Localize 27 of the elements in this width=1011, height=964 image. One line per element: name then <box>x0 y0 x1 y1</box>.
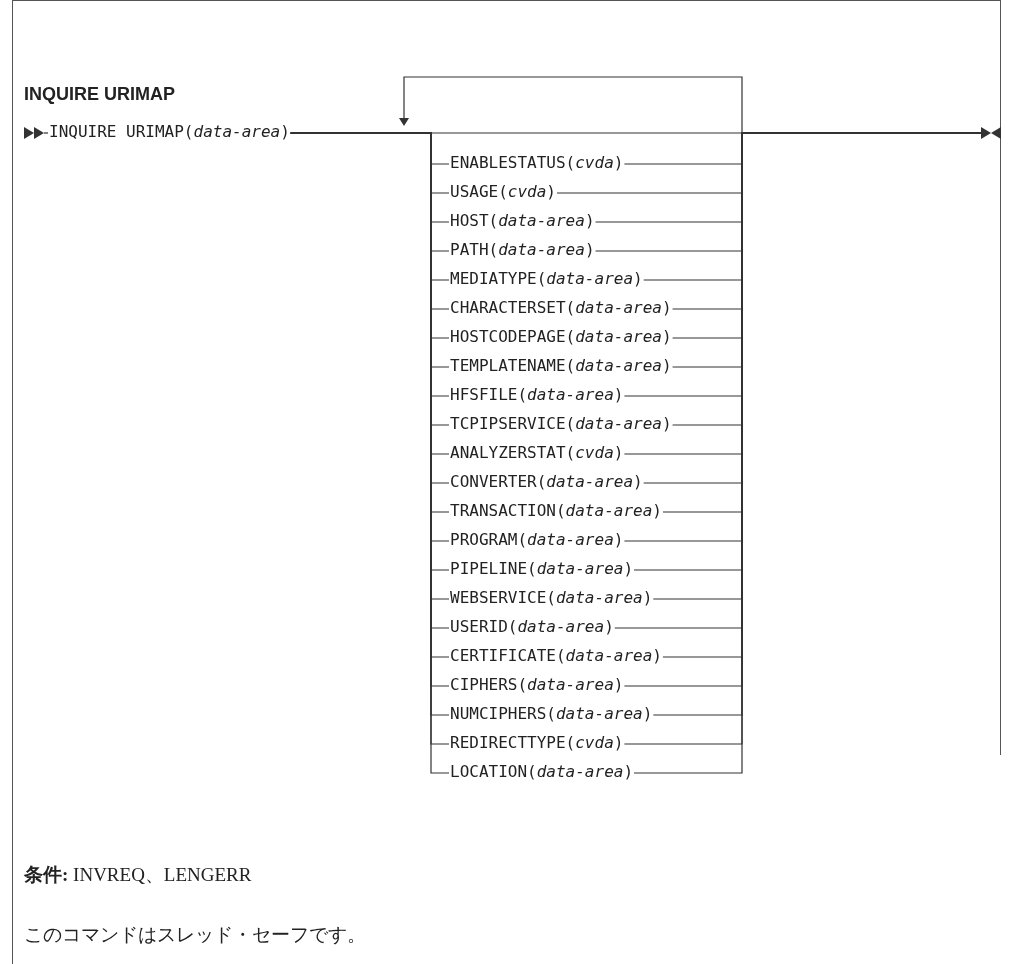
option-keyword: HOST(data-area) <box>449 211 596 233</box>
option-keyword: PIPELINE(data-area) <box>449 559 635 581</box>
thread-safe-note: このコマンドはスレッド・セーフです。 <box>24 923 366 947</box>
option-keyword: TRANSACTION(data-area) <box>449 501 663 523</box>
command-title: INQUIRE URIMAP <box>24 84 175 105</box>
option-keyword: PATH(data-area) <box>449 240 596 262</box>
option-keyword: TEMPLATENAME(data-area) <box>449 356 673 378</box>
command-keyword: INQUIRE URIMAP(data-area) <box>48 122 291 144</box>
option-keyword: CONVERTER(data-area) <box>449 472 644 494</box>
option-keyword: HFSFILE(data-area) <box>449 385 625 407</box>
option-keyword: MEDIATYPE(data-area) <box>449 269 644 291</box>
conditions-note: 条件: INVREQ、LENGERR <box>24 863 252 887</box>
option-keyword: ENABLESTATUS(cvda) <box>449 153 625 175</box>
option-keyword: NUMCIPHERS(data-area) <box>449 704 654 726</box>
option-keyword: CHARACTERSET(data-area) <box>449 298 673 320</box>
option-keyword: PROGRAM(data-area) <box>449 530 625 552</box>
option-keyword: CIPHERS(data-area) <box>449 675 625 697</box>
option-keyword: CERTIFICATE(data-area) <box>449 646 663 668</box>
option-keyword: HOSTCODEPAGE(data-area) <box>449 327 673 349</box>
option-keyword: LOCATION(data-area) <box>449 762 635 784</box>
option-keyword: ANALYZERSTAT(cvda) <box>449 443 625 465</box>
option-keyword: TCPIPSERVICE(data-area) <box>449 414 673 436</box>
option-keyword: WEBSERVICE(data-area) <box>449 588 654 610</box>
option-keyword: USAGE(cvda) <box>449 182 557 204</box>
end-marker-icon <box>981 127 1001 139</box>
option-keyword: USERID(data-area) <box>449 617 615 639</box>
option-keyword: REDIRECTTYPE(cvda) <box>449 733 625 755</box>
